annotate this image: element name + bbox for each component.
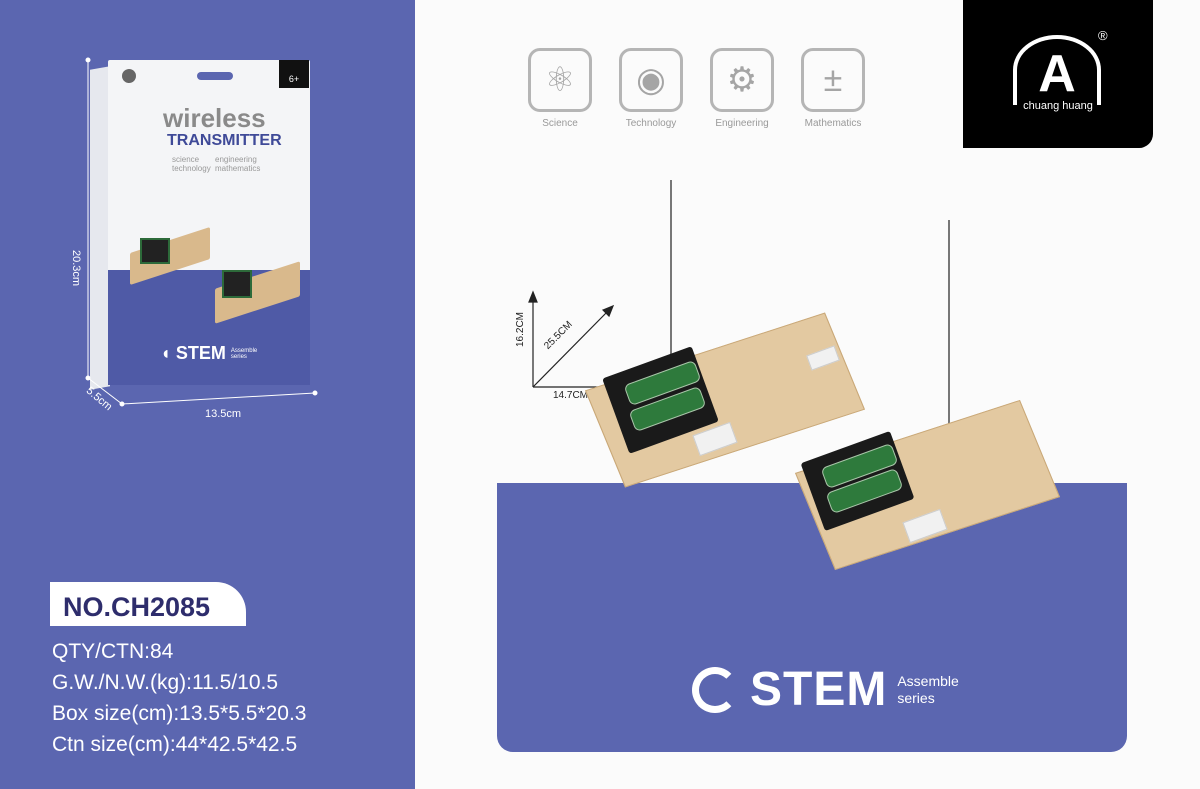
stem-panel: [497, 483, 1127, 752]
calculator-icon: ±: [801, 48, 865, 112]
category-label: Technology: [625, 118, 677, 129]
age-badge: 6+: [279, 60, 309, 88]
box-title-wireless: wireless: [163, 103, 266, 133]
category-label: Engineering: [715, 118, 769, 129]
box-hanger-hole: [197, 72, 233, 80]
box-battery-image: [140, 238, 170, 264]
category-science: ⚛ Science: [528, 48, 592, 129]
spec-qty: QTY/CTN:84: [52, 640, 174, 663]
stem-sub: Assemble: [897, 672, 959, 689]
registered-mark: ®: [1098, 28, 1108, 43]
stem-title: STEM: [750, 663, 888, 716]
box-width-label: 13.5cm: [205, 408, 242, 420]
box-tag: engineering: [215, 155, 257, 164]
category-label: Mathematics: [804, 118, 862, 129]
width-dimension: 14.7CM: [553, 390, 589, 401]
box-tag: technology: [172, 164, 211, 173]
box-height-label: 20.3cm: [70, 249, 83, 287]
left-info-panel: 6+ wireless TRANSMITTER science technolo…: [0, 0, 415, 789]
category-engineering: ⚙ Engineering: [710, 48, 774, 129]
box-tag: science: [172, 155, 200, 164]
stem-sub: series: [897, 689, 935, 706]
spec-box-size: Box size(cm):13.5*5.5*20.3: [52, 702, 307, 725]
box-brand-logo: [122, 69, 136, 83]
category-mathematics: ± Mathematics: [801, 48, 865, 129]
brand-mark: A: [1013, 35, 1101, 105]
box-battery-image: [222, 270, 252, 298]
spec-weight: G.W./N.W.(kg):11.5/10.5: [52, 671, 279, 694]
box-tag: mathematics: [215, 164, 261, 173]
height-dimension: 16.2CM: [515, 311, 527, 348]
brand-logo-block: A ® chuang huang: [963, 0, 1153, 148]
stem-category-icons: ⚛ Science ◉ Technology ⚙ Engineering ± Mathe…: [528, 48, 865, 129]
spec-carton-size: Ctn size(cm):44*42.5*42.5: [52, 733, 298, 756]
model-number: NO.CH2085: [50, 582, 246, 626]
box-stem-logo: ◖ STEM Assemble series: [160, 343, 258, 363]
category-technology: ◉ Technology: [619, 48, 683, 129]
box-dimension-lines: [85, 57, 318, 407]
atom-icon: ⚛: [528, 48, 592, 112]
brand-name: chuang huang: [1023, 100, 1093, 112]
category-label: Science: [542, 118, 578, 129]
box-title-transmitter: TRANSMITTER: [167, 132, 282, 149]
stem-c-icon: [692, 666, 738, 713]
gear-icon: ⚙: [710, 48, 774, 112]
circuit-icon: ◉: [619, 48, 683, 112]
